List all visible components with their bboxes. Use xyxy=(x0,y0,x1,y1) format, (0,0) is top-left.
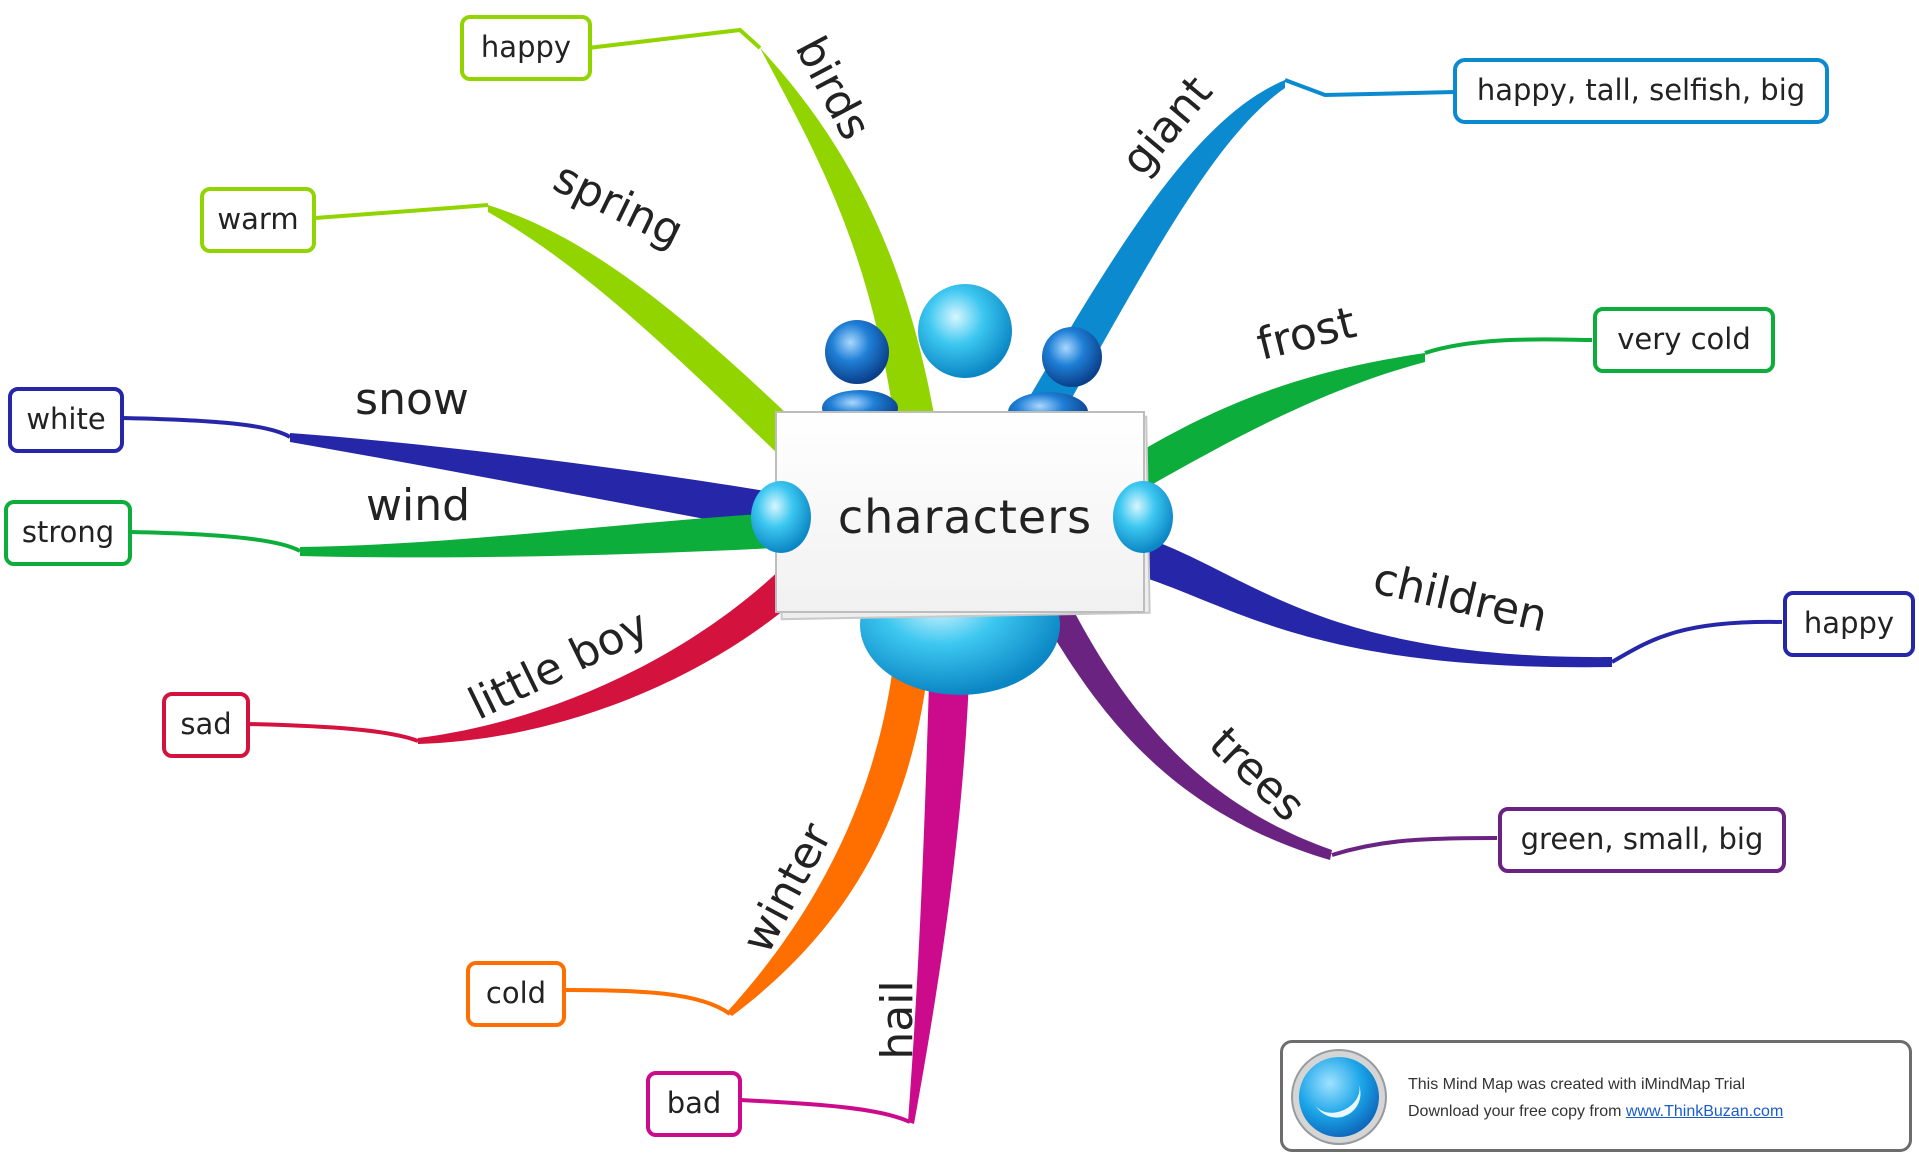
leaf-text-trees: green, small, big xyxy=(1521,822,1764,856)
branch-winter-connector xyxy=(564,988,732,1016)
branch-birds[interactable] xyxy=(587,27,935,425)
trial-notice-line1: This Mind Map was created with iMindMap … xyxy=(1408,1076,1746,1093)
leaf-text-winter: cold xyxy=(486,976,546,1010)
branch-giant-connector xyxy=(1284,78,1456,98)
leaf-text-hail: bad xyxy=(667,1086,722,1120)
leaf-text-frost: very cold xyxy=(1617,322,1750,356)
leaf-text-giant: happy, tall, selfish, big xyxy=(1477,73,1805,107)
figure-head-center xyxy=(918,284,1012,378)
leaf-box-wind xyxy=(4,500,132,566)
leaf-box-frost xyxy=(1593,307,1775,373)
branch-children-ribbon xyxy=(1120,530,1612,668)
leaf-box-birds xyxy=(460,15,592,81)
leaf-box-snow xyxy=(8,387,124,453)
branch-snow-connector xyxy=(121,416,292,439)
branch-giant[interactable] xyxy=(1010,78,1456,445)
leaf-text-children: happy xyxy=(1804,606,1894,640)
center-label[interactable]: characters xyxy=(838,490,1092,544)
branch-trees[interactable] xyxy=(1032,600,1498,860)
leaf-winter[interactable]: cold xyxy=(466,961,566,1027)
branch-hail-connector xyxy=(739,1098,911,1124)
branch-frost-connector xyxy=(1424,337,1593,355)
leaf-frost[interactable]: very cold xyxy=(1593,307,1775,373)
branch-spring[interactable] xyxy=(314,203,830,480)
branch-birds-ribbon xyxy=(760,48,935,425)
leaf-birds[interactable]: happy xyxy=(460,15,592,81)
figure-head-left xyxy=(825,320,889,384)
branch-label-snow[interactable]: snow xyxy=(355,374,469,425)
leaf-box-hail xyxy=(646,1071,742,1137)
branch-spring-connector xyxy=(314,203,489,220)
branch-frost-ribbon xyxy=(1110,353,1425,500)
leaf-box-spring xyxy=(200,187,316,253)
branch-frost[interactable] xyxy=(1110,337,1593,500)
branch-wind[interactable] xyxy=(129,512,795,558)
leaf-snow[interactable]: white xyxy=(8,387,124,453)
branch-trees-ribbon xyxy=(1032,600,1332,860)
hand-right xyxy=(1113,481,1173,553)
leaf-box-trees xyxy=(1498,807,1786,873)
thinkbuzan-link[interactable]: www.ThinkBuzan.com xyxy=(1625,1103,1784,1120)
trial-notice: This Mind Map was created with iMindMap … xyxy=(1280,1040,1912,1152)
branch-wind-ribbon xyxy=(300,512,795,558)
figure-head-right xyxy=(1042,327,1102,387)
branch-label-children[interactable]: children xyxy=(1369,553,1552,642)
branch-birds-connector xyxy=(587,27,762,50)
trial-notice-line2: Download your free copy from www.ThinkBu… xyxy=(1408,1103,1783,1121)
leaf-text-snow: white xyxy=(26,402,105,436)
branch-spring-ribbon xyxy=(488,205,830,480)
leaf-trees[interactable]: green, small, big xyxy=(1498,807,1786,873)
leaf-hail[interactable]: bad xyxy=(646,1071,742,1137)
leaf-text-wind: strong xyxy=(22,515,114,549)
branch-hail[interactable] xyxy=(739,650,970,1124)
branch-label-hail[interactable]: hail xyxy=(872,980,923,1059)
leaf-little-boy[interactable]: sad xyxy=(162,692,250,758)
imindmap-logo-icon xyxy=(1293,1051,1385,1143)
leaf-giant[interactable]: happy, tall, selfish, big xyxy=(1453,58,1829,124)
leaf-text-spring: warm xyxy=(217,202,298,236)
leaf-children[interactable]: happy xyxy=(1783,591,1915,657)
trial-download-text: Download your free copy from xyxy=(1408,1103,1626,1120)
branch-winter[interactable] xyxy=(564,650,930,1016)
branch-wind-connector xyxy=(129,530,301,553)
branch-label-wind[interactable]: wind xyxy=(366,480,470,531)
leaf-text-birds: happy xyxy=(481,30,571,64)
leaf-box-giant xyxy=(1453,58,1829,124)
leaf-box-little-boy xyxy=(162,692,250,758)
leaf-text-little-boy: sad xyxy=(180,707,231,741)
leaf-box-winter xyxy=(466,961,566,1027)
branch-snow[interactable] xyxy=(121,416,790,535)
branch-trees-connector xyxy=(1331,836,1498,857)
branch-winter-ribbon xyxy=(727,650,930,1016)
branch-children[interactable] xyxy=(1120,530,1783,668)
leaf-spring[interactable]: warm xyxy=(200,187,316,253)
branch-label-trees[interactable]: trees xyxy=(1199,718,1315,832)
branch-label-birds[interactable]: birds xyxy=(785,28,881,148)
branch-little-boy-ribbon xyxy=(418,560,790,744)
branch-hail-ribbon xyxy=(908,650,970,1124)
leaf-wind[interactable]: strong xyxy=(4,500,132,566)
branch-snow-ribbon xyxy=(290,433,790,535)
sign-paper xyxy=(775,411,1145,613)
leaf-box-children xyxy=(1783,591,1915,657)
hand-left xyxy=(751,481,811,553)
branch-label-frost[interactable]: frost xyxy=(1252,297,1361,371)
branch-little-boy[interactable] xyxy=(247,560,790,744)
branch-little-boy-connector xyxy=(247,722,419,743)
branch-children-connector xyxy=(1610,619,1783,664)
central-image xyxy=(751,284,1173,695)
